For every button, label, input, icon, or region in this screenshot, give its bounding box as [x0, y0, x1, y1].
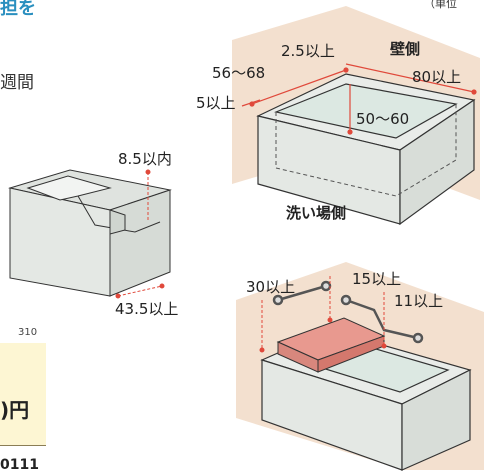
height-dimension-label: 50〜60	[356, 110, 410, 128]
side-text-fragment: 週間	[0, 73, 34, 93]
wash-side-label: 洗い場側	[286, 204, 347, 222]
handrail-right-label: 11以上	[394, 292, 444, 310]
rim-dimension-label: 2.5以上	[281, 42, 335, 60]
small-tub-depth-label: 8.5以内	[118, 150, 172, 168]
price-box	[0, 343, 46, 446]
small-tub-dimension-lines	[115, 169, 165, 299]
page-number: 310	[18, 327, 38, 338]
wall-side-label: 壁側	[390, 40, 421, 58]
tub-hidden-lines	[275, 104, 457, 197]
tub-body	[256, 73, 476, 226]
small-tub-width-label: 43.5以上	[115, 300, 179, 318]
price-suffix: )円	[0, 398, 30, 422]
handrail-left-label: 30以上	[246, 278, 296, 296]
length-dimension-label: 56〜68	[212, 64, 266, 82]
tub-dimension-lines	[241, 63, 477, 135]
lip-dimension-label: 5以上	[196, 94, 236, 112]
small-tub-illustration	[8, 169, 172, 297]
product-code: 0111	[0, 457, 39, 473]
handrail-dimension-lines	[259, 276, 387, 353]
width-dimension-label: 80以上	[412, 68, 462, 86]
handrail-mid-label: 15以上	[352, 270, 402, 288]
section-heading-fragment: 担を	[0, 0, 36, 19]
unit-note: （単位	[424, 0, 457, 10]
